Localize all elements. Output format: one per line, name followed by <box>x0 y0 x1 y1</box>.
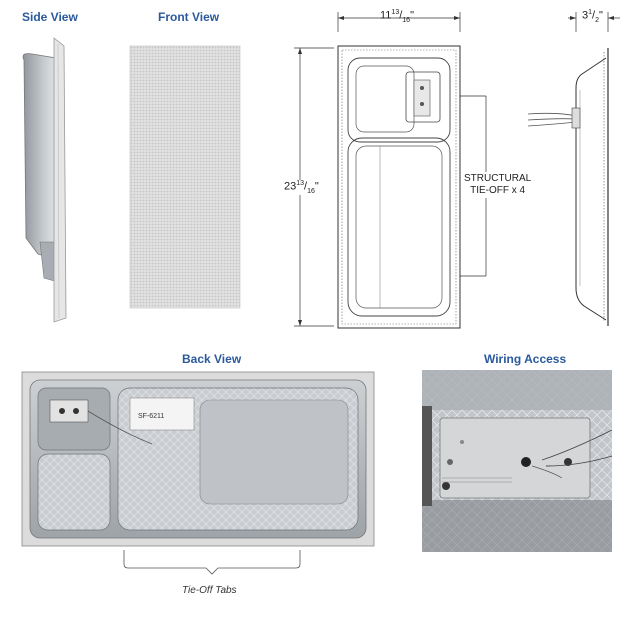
width-dimension: 1113/16" <box>380 9 414 24</box>
wiring-access-image <box>422 370 613 552</box>
structural-line-1: STRUCTURAL <box>464 173 532 184</box>
back-view-image: SF-6211 <box>21 371 375 547</box>
back-view-label: Back View <box>182 352 242 366</box>
wiring-access-label: Wiring Access <box>484 352 567 366</box>
tie-off-tabs-label: Tie-Off Tabs <box>182 585 237 596</box>
product-label-text: SF-6211 <box>138 413 164 420</box>
profile-drawing <box>527 12 620 326</box>
side-view-label: Side View <box>22 10 78 24</box>
side-view-image <box>22 37 67 323</box>
tie-off-bracket <box>123 550 301 575</box>
height-dimension: 2313/16" <box>284 180 319 195</box>
depth-dimension: 31/2" <box>582 9 603 24</box>
structural-tie-off-callout: STRUCTURAL TIE-OFF x 4 <box>462 172 534 198</box>
dimension-drawing <box>294 12 487 329</box>
front-view-label: Front View <box>158 10 220 24</box>
structural-line-2: TIE-OFF x 4 <box>470 185 526 196</box>
front-view-grille <box>129 45 241 309</box>
